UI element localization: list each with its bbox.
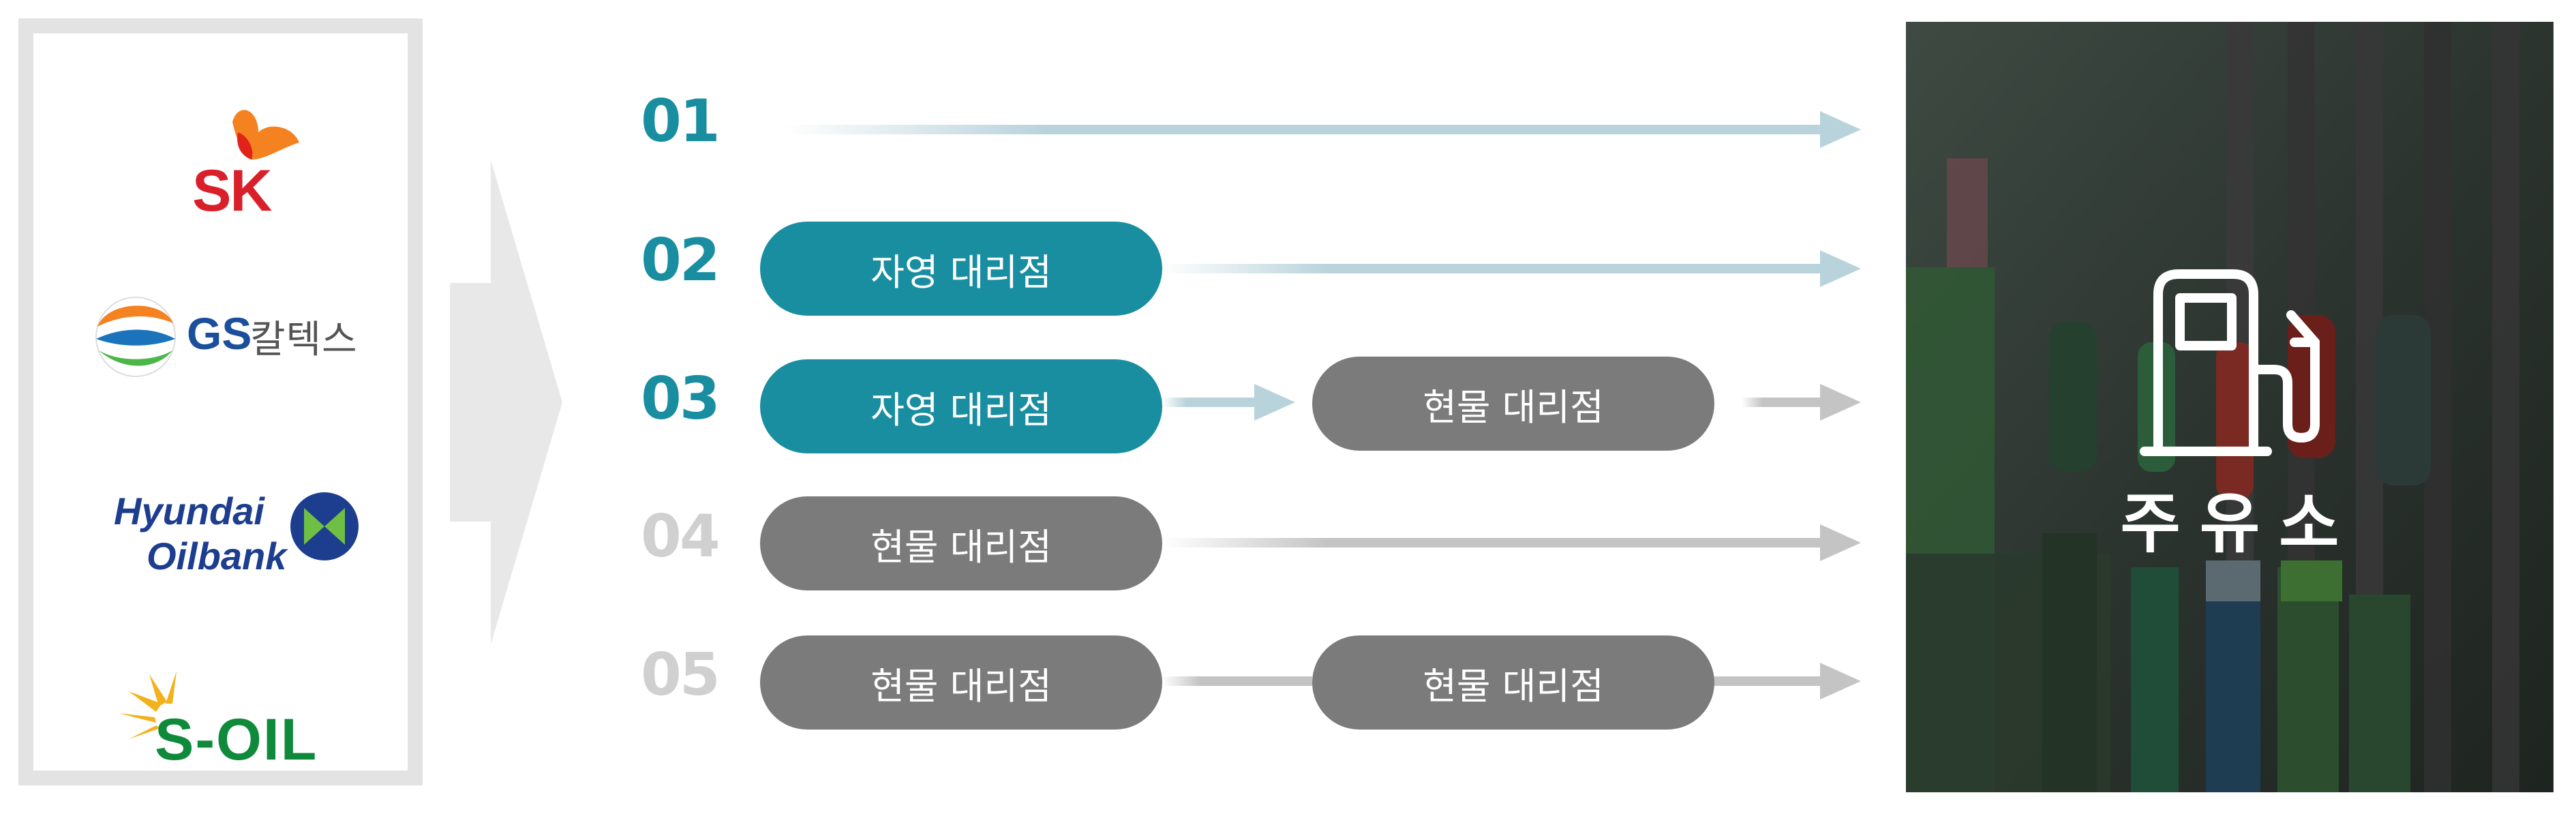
row-03-arrow-b	[1742, 384, 1861, 421]
row-05-stage-1: 현물 대리점	[760, 635, 1162, 730]
row-02-stage-1: 자영 대리점	[760, 222, 1162, 316]
row-04-stage-1: 현물 대리점	[760, 496, 1162, 590]
sk-butterfly-icon	[232, 110, 299, 160]
row-05-stage-2: 현물 대리점	[1312, 635, 1714, 730]
flow-chevron-arrow	[450, 160, 562, 644]
hyundai-logo-line2: Oilbank	[147, 535, 287, 578]
row-03-stage-2: 현물 대리점	[1312, 357, 1714, 451]
sk-logo-text: SK	[192, 158, 272, 224]
sk-logo: SK	[33, 95, 408, 224]
hyundai-oilbank-logo: Hyundai Oilbank	[33, 470, 408, 592]
fuel-pump-icon	[2140, 269, 2320, 456]
row-04-arrow	[1162, 524, 1861, 561]
row-03-arrow-a	[1162, 384, 1295, 421]
gas-station-panel: 주유소	[1906, 22, 2554, 792]
row-03-stage-1: 자영 대리점	[760, 359, 1162, 453]
refiner-list-panel: SK GS 칼텍스 Hyundai Oilbank	[18, 18, 423, 785]
hyundai-emblem-icon	[290, 492, 359, 560]
fuel-nozzles-photo	[1906, 22, 2554, 792]
s-oil-logo: S-OIL	[33, 650, 408, 773]
gs-caltex-logo: GS 칼텍스	[33, 286, 408, 388]
gs-logo-text: GS	[187, 308, 252, 359]
s-oil-logo-text: S-OIL	[155, 707, 318, 772]
row-number-05: 05	[641, 641, 721, 709]
row-number-04: 04	[641, 502, 721, 571]
gs-swirl-icon	[95, 297, 176, 377]
row-05-arrow-b	[1711, 663, 1861, 700]
row-number-01: 01	[641, 87, 721, 155]
row-02-arrow	[1162, 250, 1861, 287]
row-01-arrow	[784, 111, 1861, 148]
gas-station-label: 주유소	[2120, 485, 2359, 562]
sun-rays-icon	[119, 671, 177, 739]
row-05-arrow-a	[1162, 676, 1312, 686]
row-number-02: 02	[641, 226, 721, 295]
gs-logo-suffix: 칼텍스	[250, 318, 358, 362]
hyundai-logo-line1: Hyundai	[114, 490, 264, 532]
row-number-03: 03	[641, 365, 721, 433]
